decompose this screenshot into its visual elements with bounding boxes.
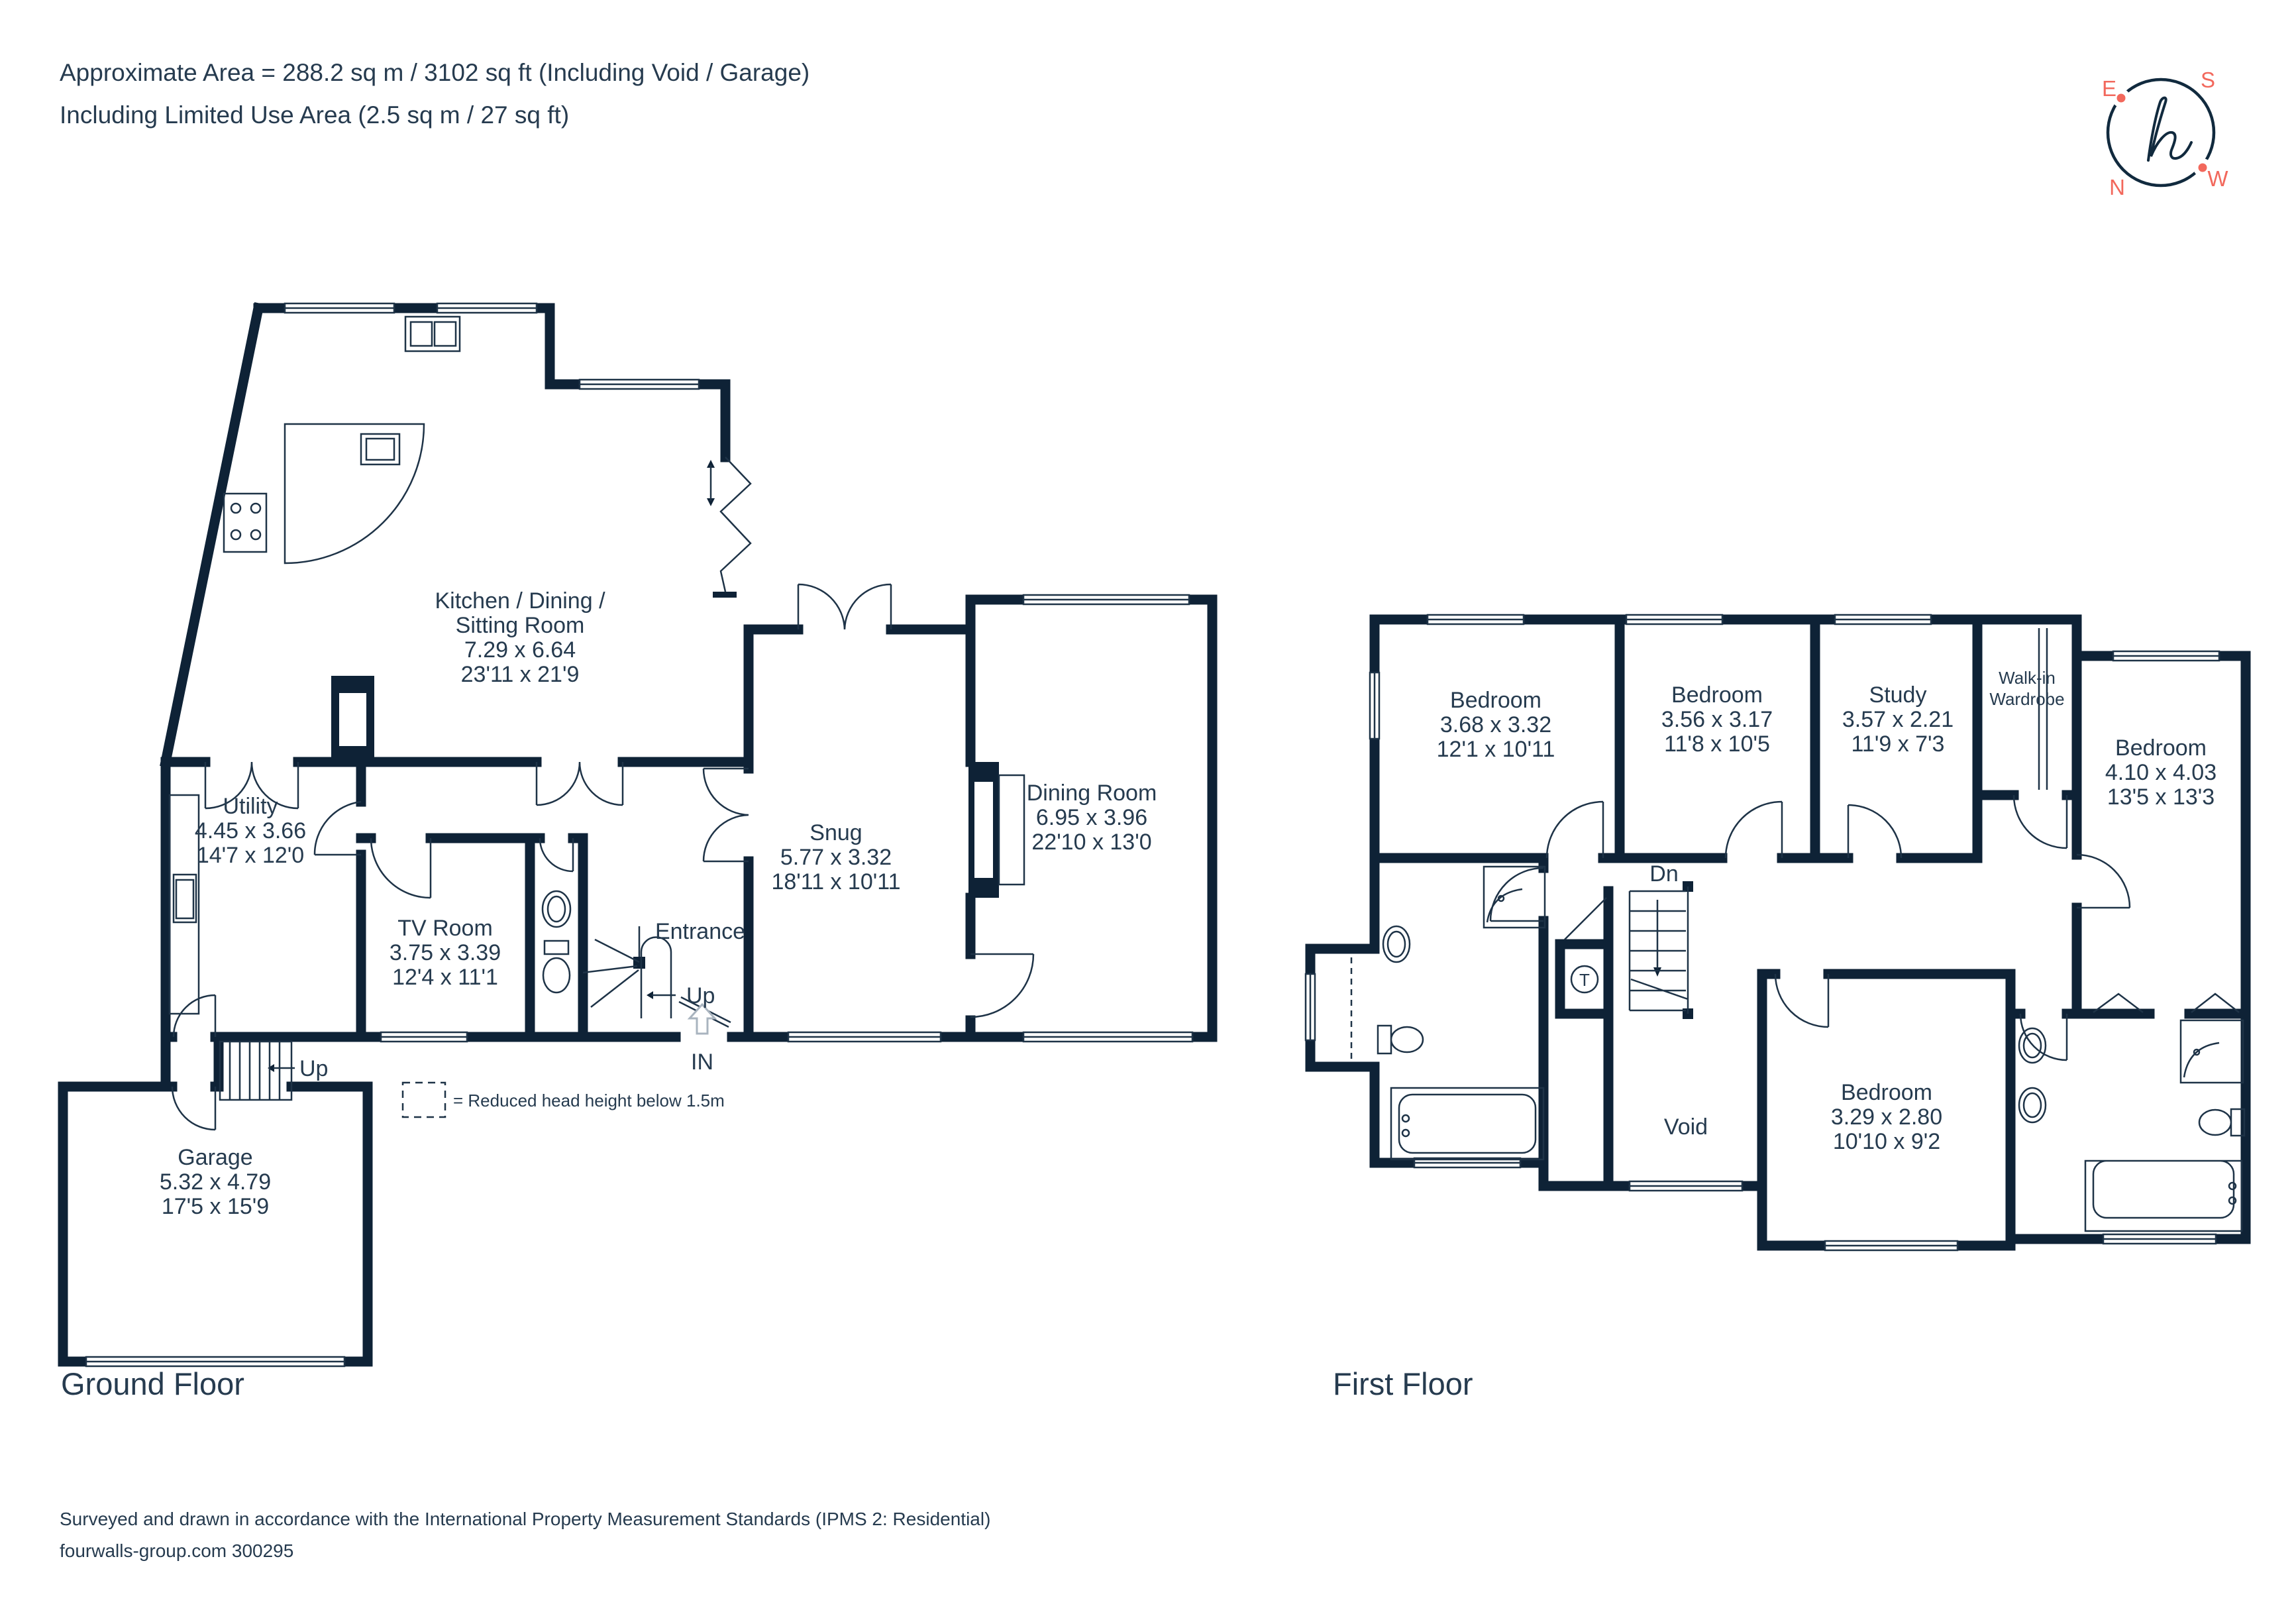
tv-room-dim-metric: 3.75 x 3.39 bbox=[390, 940, 501, 965]
ground-floor-plan: = Reduced head height below 1.5m Kitchen… bbox=[58, 302, 1218, 1401]
compass-dot-w bbox=[2198, 163, 2207, 172]
wardrobe-name-line1: Walk-in bbox=[1999, 668, 2056, 688]
compass-south-label: S bbox=[2201, 68, 2215, 92]
study-dim-metric: 3.57 x 2.21 bbox=[1842, 707, 1954, 732]
tv-room-dim-imperial: 12'4 x 11'1 bbox=[392, 965, 498, 990]
bedroom4-dim-imperial: 10'10 x 9'2 bbox=[1833, 1129, 1940, 1154]
kitchen-dim-metric: 7.29 x 6.64 bbox=[464, 637, 576, 663]
snug-name: Snug bbox=[809, 820, 862, 845]
ground-doors-and-fixtures bbox=[168, 315, 1035, 1131]
dining-room-dim-metric: 6.95 x 3.96 bbox=[1036, 805, 1147, 830]
dining-room-name: Dining Room bbox=[1027, 781, 1157, 806]
study-dim-imperial: 11'9 x 7'3 bbox=[1852, 731, 1945, 757]
bedroom4-dim-metric: 3.29 x 2.80 bbox=[1831, 1104, 1942, 1130]
dn-label: Dn bbox=[1649, 861, 1678, 887]
first-floor-title: First Floor bbox=[1333, 1366, 1473, 1401]
ground-windows bbox=[85, 302, 1194, 1368]
kitchen-dim-imperial: 23'11 x 21'9 bbox=[461, 662, 580, 687]
tumble-dryer-label: T bbox=[1579, 970, 1590, 990]
footer: Surveyed and drawn in accordance with th… bbox=[60, 1509, 990, 1561]
first-walls bbox=[1305, 614, 2251, 1251]
bedroom2-dim-metric: 3.56 x 3.17 bbox=[1661, 707, 1773, 732]
compass-east-label: E bbox=[2102, 76, 2116, 101]
legend-label: = Reduced head height below 1.5m bbox=[453, 1091, 725, 1110]
first-floor-labels: Bedroom 3.68 x 3.32 12'1 x 10'11 Bedroom… bbox=[1437, 668, 2217, 1154]
bedroom3-name: Bedroom bbox=[2115, 735, 2207, 761]
study-name: Study bbox=[1869, 682, 1927, 708]
utility-dim-metric: 4.45 x 3.66 bbox=[195, 818, 306, 843]
garage-dim-imperial: 17'5 x 15'9 bbox=[162, 1194, 269, 1219]
garage-name: Garage bbox=[178, 1145, 252, 1170]
compass-north-label: N bbox=[2109, 175, 2125, 199]
dining-room-dim-imperial: 22'10 x 13'0 bbox=[1031, 830, 1151, 855]
compass-ring bbox=[2106, 78, 2216, 188]
footer-line2: fourwalls-group.com 300295 bbox=[60, 1540, 293, 1561]
garage-dim-metric: 5.32 x 4.79 bbox=[160, 1169, 271, 1195]
ground-floor-labels: Kitchen / Dining / Sitting Room 7.29 x 6… bbox=[160, 588, 1157, 1219]
header-line1: Approximate Area = 288.2 sq m / 3102 sq … bbox=[60, 59, 809, 86]
snug-dim-metric: 5.77 x 3.32 bbox=[780, 845, 892, 870]
bedroom3-dim-imperial: 13'5 x 13'3 bbox=[2107, 784, 2215, 810]
ground-solid-insets bbox=[339, 693, 993, 878]
legend-swatch bbox=[401, 1081, 446, 1118]
up-garage-label: Up bbox=[299, 1056, 328, 1081]
first-floor-plan: Bedroom 3.68 x 3.32 12'1 x 10'11 Bedroom… bbox=[1304, 614, 2251, 1401]
kitchen-name-line2: Sitting Room bbox=[456, 613, 585, 638]
first-windows bbox=[1304, 614, 2220, 1252]
footer-line1: Surveyed and drawn in accordance with th… bbox=[60, 1509, 990, 1529]
utility-name: Utility bbox=[223, 794, 278, 819]
entrance-name: Entrance bbox=[655, 919, 745, 944]
utility-dim-imperial: 14'7 x 12'0 bbox=[197, 843, 304, 868]
header-line2: Including Limited Use Area (2.5 sq m / 2… bbox=[60, 101, 569, 129]
up-entrance-label: Up bbox=[686, 983, 715, 1008]
bedroom4-name: Bedroom bbox=[1841, 1080, 1932, 1105]
compass: E S N W bbox=[2102, 68, 2228, 199]
tv-room-name: TV Room bbox=[397, 916, 493, 941]
kitchen-name-line1: Kitchen / Dining / bbox=[435, 588, 605, 614]
bedroom2-name: Bedroom bbox=[1671, 682, 1763, 708]
compass-dot-e bbox=[2116, 93, 2126, 103]
bedroom1-dim-metric: 3.68 x 3.32 bbox=[1440, 712, 1551, 737]
snug-dim-imperial: 18'11 x 10'11 bbox=[771, 869, 900, 894]
ground-walls bbox=[58, 302, 1218, 1367]
first-doors-and-fixtures bbox=[1377, 628, 2246, 1232]
bedroom1-dim-imperial: 12'1 x 10'11 bbox=[1437, 737, 1555, 762]
header: Approximate Area = 288.2 sq m / 3102 sq … bbox=[60, 59, 809, 129]
wardrobe-name-line2: Wardrobe bbox=[1989, 689, 2064, 709]
bedroom2-dim-imperial: 11'8 x 10'5 bbox=[1664, 731, 1770, 757]
void-label: Void bbox=[1664, 1114, 1708, 1140]
in-label: IN bbox=[691, 1050, 713, 1075]
bedroom3-dim-metric: 4.10 x 4.03 bbox=[2105, 760, 2217, 785]
ground-floor-title: Ground Floor bbox=[61, 1366, 244, 1401]
bedroom1-name: Bedroom bbox=[1450, 688, 1541, 713]
in-arrow-icon bbox=[687, 1002, 717, 1035]
compass-west-label: W bbox=[2207, 166, 2228, 191]
compass-logo-h-icon bbox=[2147, 96, 2193, 162]
